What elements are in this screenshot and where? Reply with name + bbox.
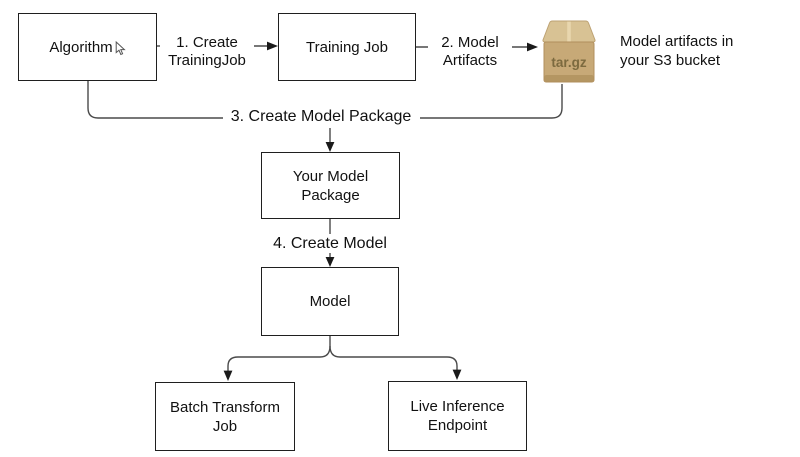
node-algorithm: Algorithm [18,13,157,81]
node-your-model-package-label-line1: Your Model [292,167,369,185]
node-model: Model [261,267,399,336]
node-batch-transform-job-label-line1: Batch Transform [169,398,281,416]
tar-gz-package-icon: tar.gz [542,20,596,83]
edge-label-create-trainingjob-line1: 1. Create [176,34,238,51]
node-algorithm-label: Algorithm [49,38,113,56]
edge-label-model-artifacts: 2. Model Artifacts [428,34,512,70]
edge-model-to-liveinference [329,345,458,371]
s3-bucket-caption: Model artifacts in your S3 bucket [620,32,790,70]
node-training-job: Training Job [278,13,416,81]
package-tape [567,21,571,42]
edge-label-create-trainingjob: 1. Create TrainingJob [160,34,254,70]
edge-model-to-batchtransform [227,345,331,371]
arrowhead-model [325,257,335,267]
node-live-inference-endpoint-label-line1: Live Inference [410,398,505,415]
node-your-model-package: Your Model Package [261,152,400,219]
s3-bucket-caption-line2: your S3 bucket [620,52,721,69]
package-body-shadow [544,75,594,82]
edge-label-model-artifacts-line2: Artifacts [442,52,498,69]
edge-algorithm-to-label3 [87,81,224,119]
arrowhead-trainingjob [267,41,278,51]
edge-targz-to-label3 [420,84,563,119]
node-your-model-package-label-line2: Package [301,186,360,204]
arrowhead-liveinference [452,369,462,380]
arrowhead-modelpackage [325,142,335,152]
edge-label-create-model-package: 3. Create Model Package [223,108,419,126]
tar-gz-label: tar.gz [551,55,587,70]
s3-bucket-caption-line1: Model artifacts in [620,33,734,50]
edge-label-create-trainingjob-line2: TrainingJob [168,52,246,69]
edge-label-model-artifacts-line1: 2. Model [441,34,499,51]
edge-label-create-model: 4. Create Model [262,235,398,253]
package-body [543,41,595,83]
arrowhead-batchtransform [223,370,233,381]
node-training-job-label: Training Job [306,38,388,56]
mouse-cursor-icon [115,40,126,55]
node-batch-transform-job-label-line2: Job [212,417,238,435]
node-model-label: Model [309,293,351,310]
node-live-inference-endpoint-label-line2: Endpoint [427,417,488,434]
node-batch-transform-job: Batch Transform Job [155,382,295,451]
node-live-inference-endpoint: Live Inference Endpoint [388,381,527,451]
